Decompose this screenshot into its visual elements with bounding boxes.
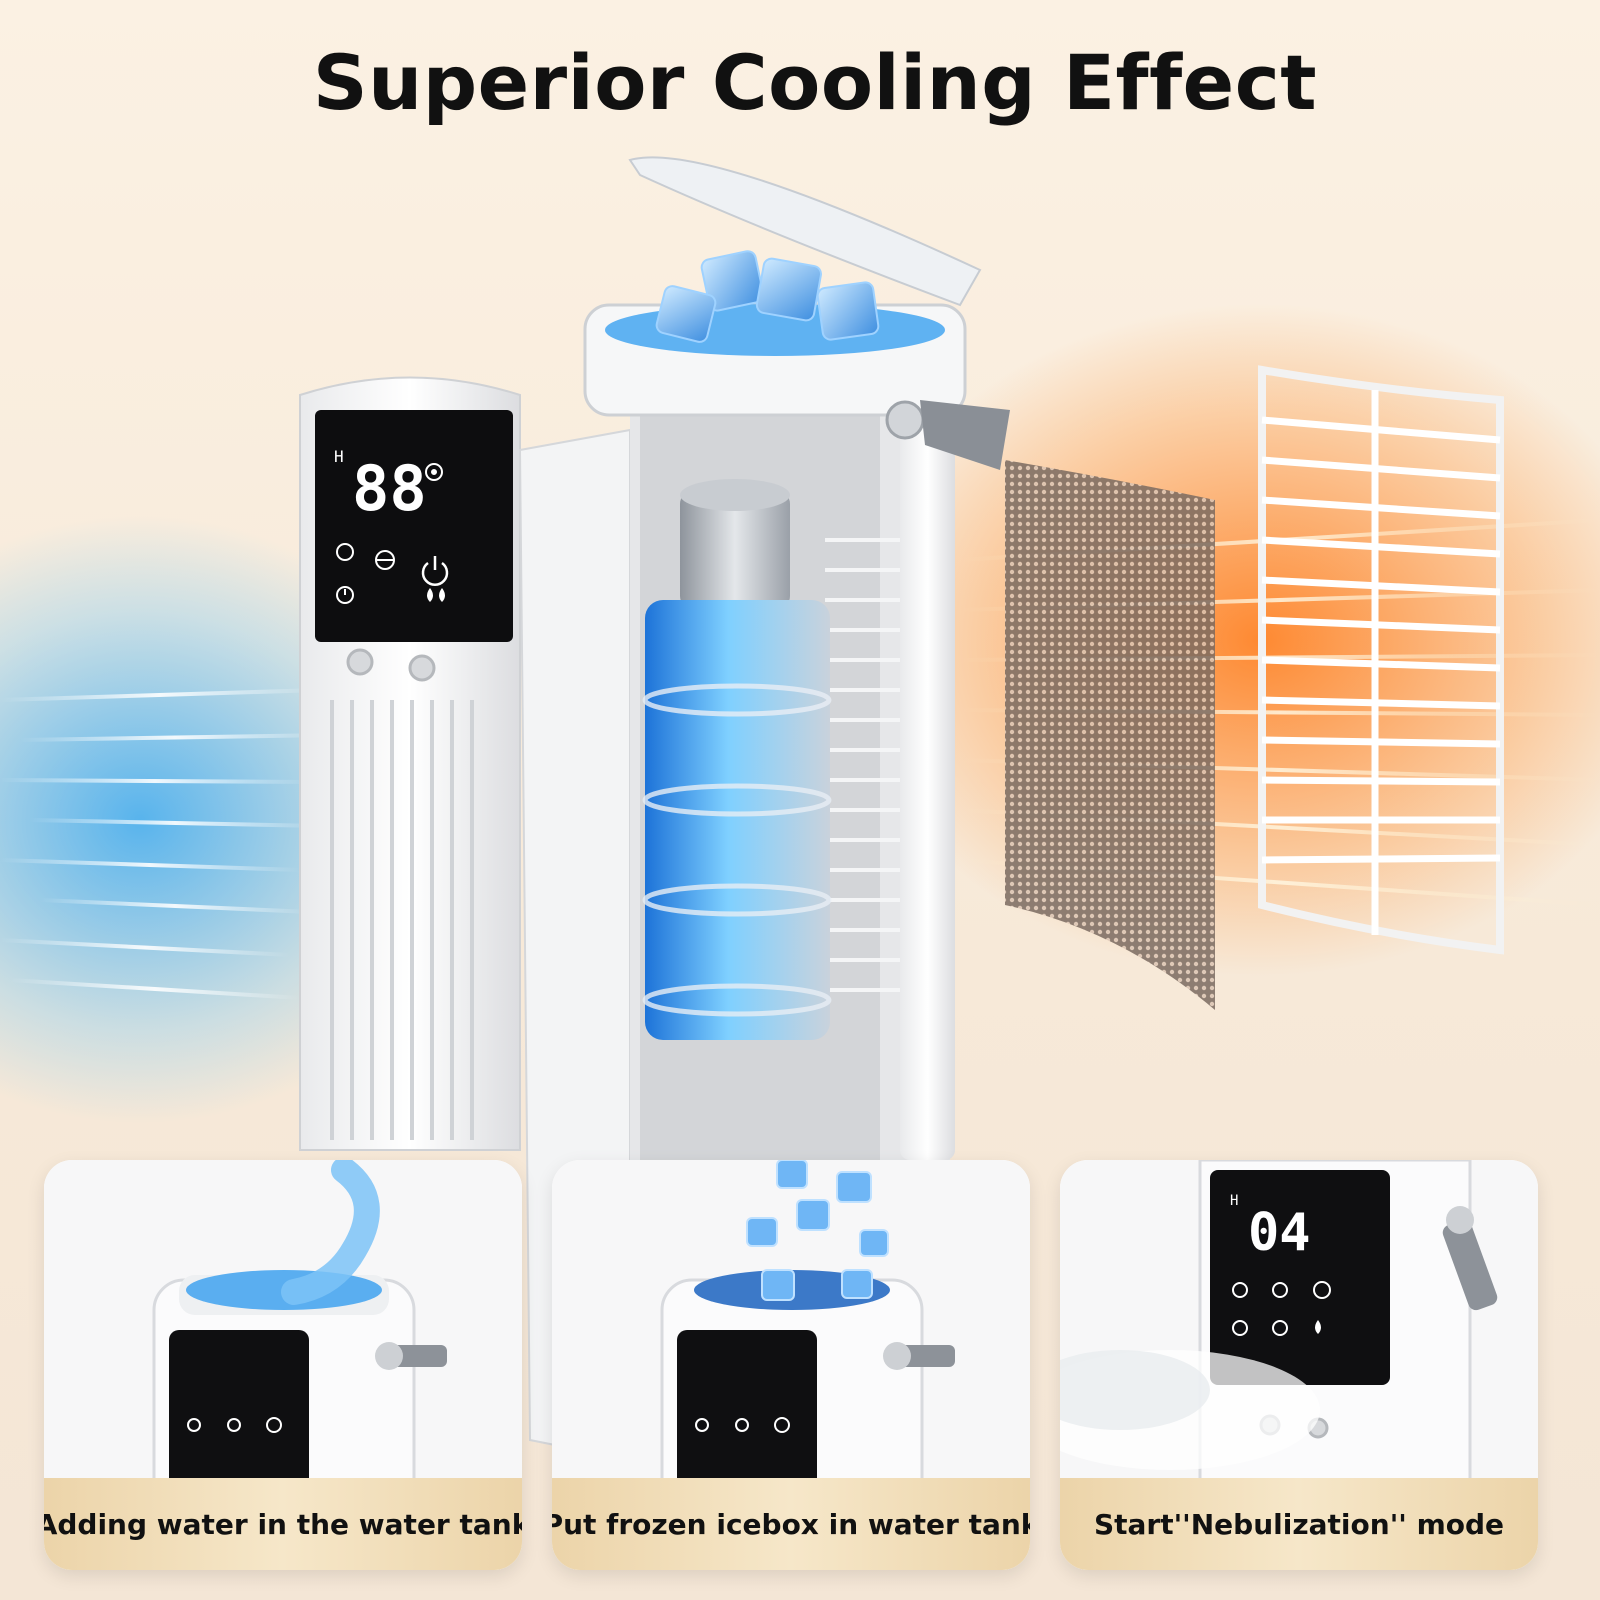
card3-timer-icon <box>1232 1320 1248 1336</box>
card3-mode-letter: H <box>1230 1193 1238 1209</box>
step-card-add-ice: Put frozen icebox in water tank <box>552 1160 1030 1570</box>
display-digits: 88 <box>352 452 427 525</box>
step-caption: Start''Nebulization'' mode <box>1093 1507 1505 1541</box>
step-card-nebulization: H 04 Start''Nebulization'' mode <box>1060 1160 1538 1570</box>
step-card-add-water: Adding water in the water tank <box>44 1160 522 1570</box>
mist-nozzle-right <box>408 654 436 682</box>
front-louvers <box>330 700 474 1140</box>
step-caption-bar: Start''Nebulization'' mode <box>1060 1478 1538 1570</box>
front-shell: H 88 <box>299 376 521 1151</box>
tank-lid <box>628 156 982 307</box>
control-panel <box>315 410 513 642</box>
water-drop-icon <box>427 588 445 602</box>
step-caption-bar: Put frozen icebox in water tank <box>552 1478 1030 1570</box>
card3-water-drop-icon <box>1315 1320 1321 1334</box>
blower-drum <box>645 600 830 1040</box>
headline: Superior Cooling Effect <box>312 38 1318 127</box>
mode-icon <box>336 543 354 561</box>
swing-icon <box>375 550 395 570</box>
handle-knob <box>885 400 925 440</box>
card3-fan-icon <box>1272 1282 1288 1298</box>
step-caption-bar: Adding water in the water tank <box>44 1478 522 1570</box>
card3-mode-icon <box>1232 1282 1248 1298</box>
timer-icon <box>336 586 354 604</box>
step-caption: Adding water in the water tank <box>44 1507 522 1541</box>
card3-power-icon <box>1313 1281 1331 1299</box>
rear-grille <box>1258 365 1504 955</box>
ice-cubes <box>655 250 880 343</box>
step-caption: Put frozen icebox in water tank <box>552 1507 1030 1541</box>
blower-rings <box>642 683 832 1017</box>
card3-control-panel <box>1210 1170 1390 1385</box>
mist-nozzle-left <box>346 648 374 676</box>
fan-speed-icon <box>425 463 443 481</box>
motor <box>680 490 790 610</box>
card3-display: H 04 <box>1230 1193 1331 1336</box>
carry-handle <box>920 400 1010 470</box>
card3-swing-icon <box>1272 1320 1288 1336</box>
power-icon <box>421 556 449 586</box>
display-mode-letter: H <box>334 447 344 466</box>
card3-display-digits: 04 <box>1248 1203 1311 1263</box>
filter-mesh <box>1005 460 1215 1010</box>
